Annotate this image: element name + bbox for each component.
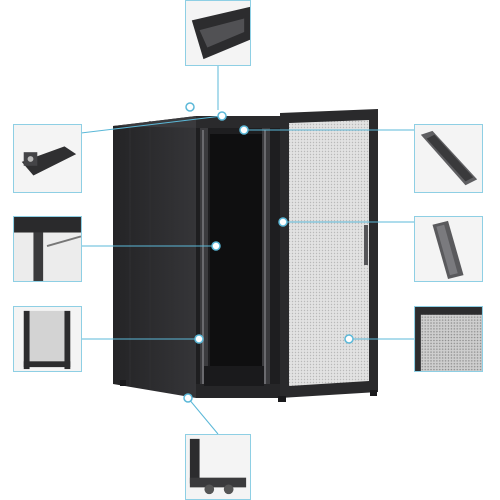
callout-top-rail-profile — [13, 124, 82, 193]
callout-door-hinge-profile — [414, 124, 483, 193]
callout-lines — [80, 66, 414, 435]
callout-vertical-profile — [414, 216, 483, 282]
callout-rack-frame — [13, 306, 82, 372]
callout-top-frame-corner — [185, 0, 251, 66]
perforated-door-panel — [289, 120, 369, 386]
callout-markers — [183, 102, 354, 403]
cabinet-base — [196, 384, 286, 398]
door-handle — [364, 225, 368, 265]
callout-perforated-door-panel — [414, 306, 483, 372]
callout-mounting-rail — [13, 216, 82, 282]
cabinet-side-panel — [113, 116, 196, 398]
callout-caster-base — [185, 434, 251, 500]
